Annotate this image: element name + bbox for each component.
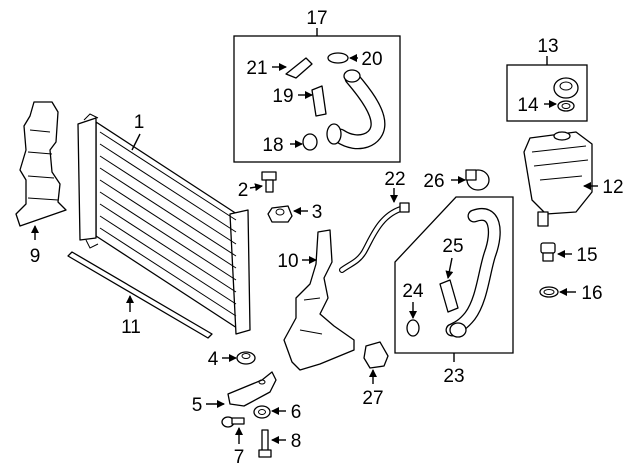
o-ring-20 [327, 52, 349, 64]
upper-bolt [261, 171, 277, 193]
callout-1: 1 [134, 112, 145, 133]
long-bolt [258, 429, 272, 458]
lower-radiator-hose [445, 208, 501, 338]
callout-2: 2 [238, 180, 249, 201]
leader-2 [249, 183, 263, 192]
clip-25 [439, 279, 459, 313]
lower-mount [236, 351, 256, 365]
callout-5: 5 [192, 395, 203, 416]
leader-1 [131, 133, 141, 151]
callout-22: 22 [384, 169, 405, 190]
callout-13: 13 [537, 36, 558, 57]
callout-19: 19 [272, 86, 293, 107]
side-air-deflector [15, 101, 67, 227]
callout-11: 11 [121, 317, 141, 338]
callout-18: 18 [262, 135, 283, 156]
upper-radiator-hose [326, 69, 386, 150]
callout-7: 7 [234, 447, 245, 468]
radiator [77, 113, 251, 335]
o-ring-24 [406, 319, 420, 337]
callout-24: 24 [402, 281, 424, 302]
callout-6: 6 [291, 402, 302, 423]
callout-16: 16 [581, 283, 602, 304]
callout-26: 26 [423, 171, 444, 192]
cap-seal [557, 100, 575, 112]
o-ring-18 [302, 133, 318, 151]
drain-plug [540, 242, 556, 262]
washer [253, 405, 271, 419]
leader-25 [445, 257, 454, 279]
coolant-sensor [465, 169, 490, 191]
callout-15: 15 [576, 245, 597, 266]
callout-21: 21 [246, 58, 267, 79]
callout-12: 12 [602, 177, 623, 198]
expansion-tank [523, 131, 593, 227]
expansion-tank-cap [553, 77, 579, 99]
seal-strip [67, 251, 213, 339]
clip-19 [311, 85, 327, 117]
callout-10: 10 [277, 251, 298, 272]
callout-14: 14 [517, 95, 539, 116]
callout-25: 25 [442, 236, 463, 257]
air-guide [283, 229, 355, 371]
drain-plug-o-ring [539, 286, 559, 298]
hose-clip-21 [285, 57, 313, 79]
overflow-hose [339, 202, 410, 273]
callout-23: 23 [443, 366, 464, 387]
callout-4: 4 [208, 349, 219, 370]
callout-27: 27 [362, 388, 383, 409]
callout-3: 3 [312, 202, 323, 223]
callout-20: 20 [361, 49, 382, 70]
callout-8: 8 [291, 431, 302, 452]
bracket-clip [363, 341, 389, 369]
upper-mount [267, 205, 293, 223]
small-bolt [221, 416, 245, 428]
callout-17: 17 [306, 8, 327, 29]
callout-9: 9 [30, 246, 41, 267]
lower-bracket [227, 371, 277, 407]
